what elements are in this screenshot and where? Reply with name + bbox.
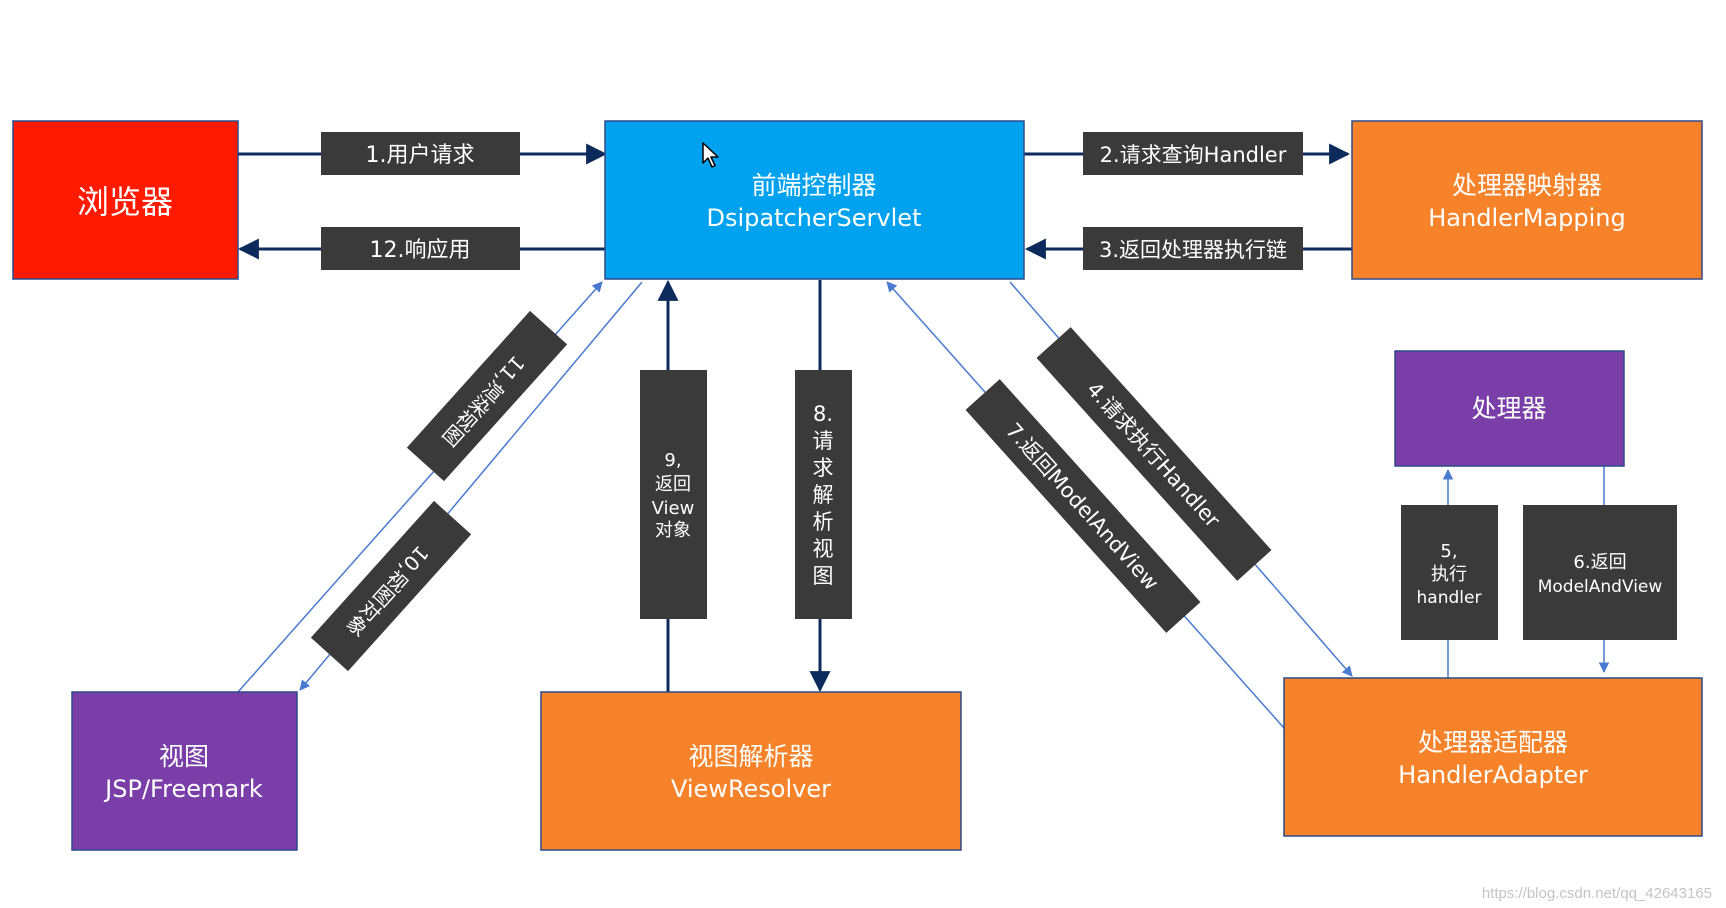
view-node: 视图 JSP/Freemark [71,691,298,851]
step-8-char-6: 视 [813,537,834,561]
handler-node: 处理器 [1394,350,1625,467]
view-resolver-title: 视图解析器 [688,742,813,771]
step-8-char-7: 图 [813,564,834,588]
step-4-box: 4.请求执行Handler [1036,327,1272,581]
step-6-box: 6.返回 ModelAndView [1523,505,1677,640]
mouse-cursor-icon [702,142,719,168]
handler-mapping-subtitle: HandlerMapping [1428,204,1626,232]
dispatcher-servlet-node: 前端控制器 DsipatcherServlet [604,120,1025,280]
step-5-line-2: 执行 [1431,564,1467,585]
handler-adapter-node: 处理器适配器 HandlerAdapter [1283,677,1703,837]
step-9-box: 9, 返回 View 对象 [640,370,707,619]
browser-node: 浏览器 [12,120,239,280]
step-6-line-2: ModelAndView [1538,577,1663,597]
step-5-line-1: 5, [1440,541,1457,562]
step-3-box: 3.返回处理器执行链 [1083,227,1303,270]
step-2-box: 2.请求查询Handler [1083,132,1303,175]
step-5-box: 5, 执行 handler [1401,505,1498,640]
step-6-line-1: 6.返回 [1573,552,1626,573]
step-8-char-3: 求 [813,456,834,480]
step-8-char-4: 解 [813,483,834,507]
step-9-line-1: 9, [664,450,681,471]
step-8-char-2: 请 [813,429,834,453]
step-8-char-5: 析 [813,510,834,534]
step-8-char-1: 8. [813,402,833,426]
view-resolver-subtitle: ViewResolver [671,775,831,803]
dispatcher-subtitle: DsipatcherServlet [707,204,922,232]
step-1-box: 1.用户请求 [321,132,520,175]
watermark: https://blog.csdn.net/qq_42643165 [1481,885,1712,902]
view-title: 视图 [159,742,209,771]
step-9-line-2: 返回 [655,474,691,495]
step-9-line-3: View [652,498,695,519]
step-5-line-3: handler [1417,588,1482,608]
step-11-box: 11,渲染视图 [406,310,568,482]
view-subtitle: JSP/Freemark [103,775,263,803]
step-12-label: 12.响应用 [370,238,471,263]
step-9-line-4: 对象 [655,520,691,541]
handler-adapter-title: 处理器适配器 [1418,728,1568,757]
browser-label: 浏览器 [77,183,173,221]
view-resolver-node: 视图解析器 ViewResolver [540,691,962,851]
step-10-box: 10,视图对象 [310,500,472,672]
handler-adapter-subtitle: HandlerAdapter [1398,761,1588,789]
dispatcher-title: 前端控制器 [751,171,876,200]
step-1-label: 1.用户请求 [366,143,475,168]
step-12-box: 12.响应用 [321,227,520,270]
handler-label: 处理器 [1471,394,1546,423]
step-8-box: 8. 请 求 解 析 视 图 [795,370,852,619]
handler-mapping-title: 处理器映射器 [1452,171,1602,200]
step-2-label: 2.请求查询Handler [1100,143,1287,167]
step-3-label: 3.返回处理器执行链 [1099,238,1287,262]
step-7-box: 7.返回ModelAndView [965,379,1201,633]
handler-mapping-node: 处理器映射器 HandlerMapping [1351,120,1703,280]
